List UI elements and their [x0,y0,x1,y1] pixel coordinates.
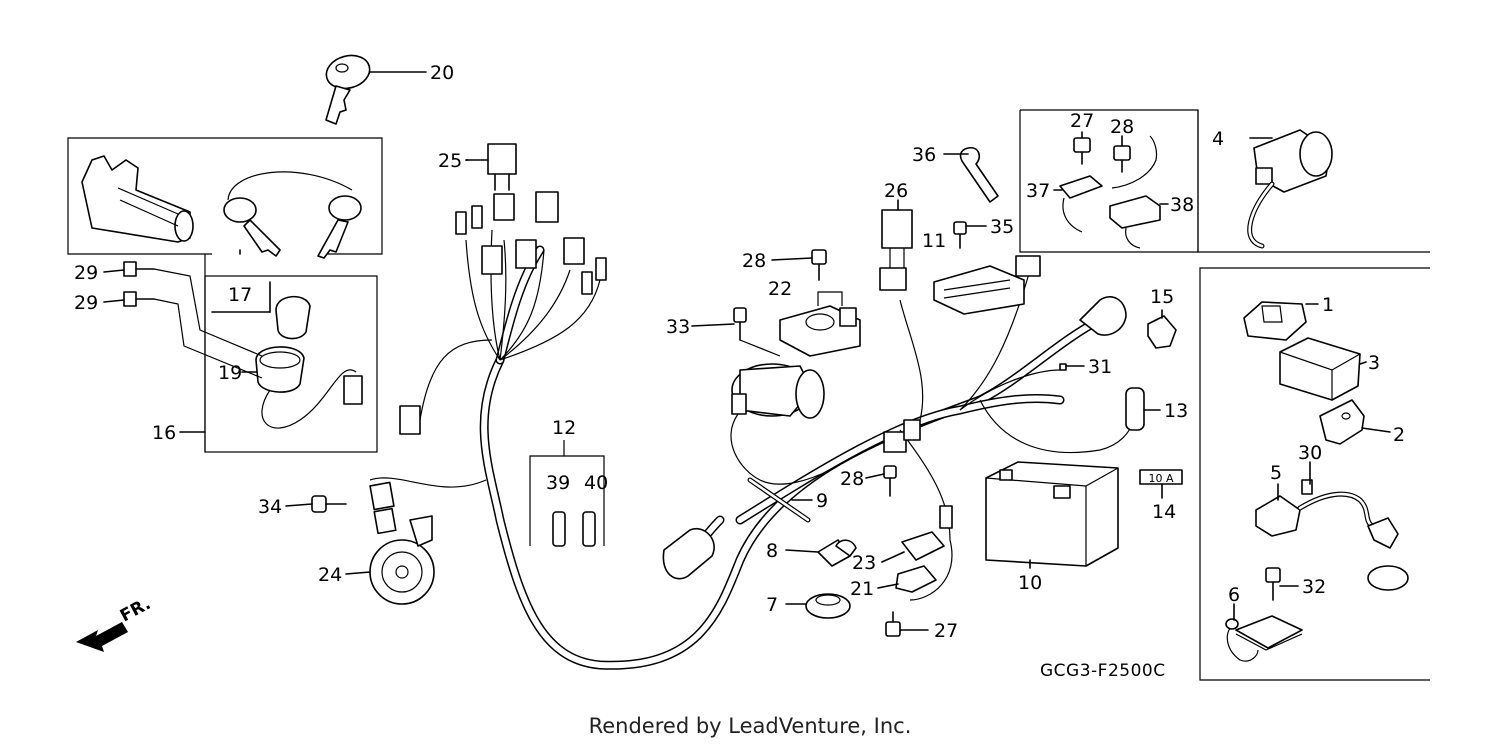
ignition-switch-body-drawing [255,295,363,429]
callout-33: 33 [666,316,690,338]
harness-connectors-drawing [399,191,607,435]
bracket-21-drawing [895,565,937,593]
callout-29-lower: 29 [74,292,98,314]
callout-11: 11 [922,230,946,252]
bolt-28-lower-drawing [883,465,897,497]
bolt-27-lower-drawing [885,611,901,637]
callout-23: 23 [852,552,876,574]
key-20-drawing [325,54,427,125]
callout-30: 30 [1298,442,1322,464]
bolt-35-drawing [953,221,967,249]
callout-4: 4 [1212,128,1224,150]
coil-4-drawing [1247,129,1333,249]
boot-connector-drawing [1079,296,1127,336]
cdi-unit-3-drawing [1279,337,1361,401]
bracket-22-drawing [779,291,861,357]
callout-5: 5 [1270,462,1282,484]
callout-24: 24 [318,564,342,586]
callout-7: 7 [766,594,778,616]
callout-3: 3 [1368,352,1380,374]
clamp-36-drawing [959,147,999,203]
relay-plug-drawing [883,419,921,453]
diagram-code: GCG3-F2500C [1040,661,1166,681]
callout-39: 39 [546,472,570,494]
callout-37: 37 [1026,180,1050,202]
callout-15: 15 [1150,286,1174,308]
callout-8: 8 [766,540,778,562]
callout-28-upper: 28 [742,250,766,272]
callout-20: 20 [430,62,454,84]
high-tension-wire-9-drawing [747,477,811,523]
bracket-2-drawing [1319,399,1365,445]
callout-38: 38 [1170,194,1194,216]
callout-10: 10 [1018,572,1042,594]
callout-36: 36 [912,144,936,166]
callout-1: 1 [1322,294,1334,316]
callout-19: 19 [218,362,242,384]
leader-lines [103,131,1391,631]
front-direction-arrow: FR. [76,594,154,652]
bolt-32-drawing [1265,567,1281,601]
callout-22: 22 [768,278,792,300]
callout-40: 40 [584,472,608,494]
group-box-coil [1197,110,1430,253]
horn-24-drawing [369,481,435,605]
grommet-7-drawing [805,593,851,619]
fuses-drawing [529,440,605,547]
module-11-drawing [933,255,1041,315]
cap-15-drawing [1147,315,1177,349]
bolt-34-drawing [311,495,347,513]
regulator-5-drawing [1255,479,1409,591]
callout-27-lower: 27 [934,620,958,642]
ignition-coil-center-drawing [730,363,831,485]
callout-labels: 1 2 3 4 5 6 7 8 9 10 11 12 13 14 15 16 1… [74,62,1405,642]
callout-31: 31 [1088,356,1112,378]
callout-26: 26 [884,180,908,202]
relay-26-drawing [879,209,913,291]
callout-6: 6 [1228,584,1240,606]
callout-9: 9 [816,490,828,512]
callout-32: 32 [1302,576,1326,598]
callout-13: 13 [1164,400,1188,422]
fuse-label-14-drawing: 10 A [1139,469,1183,485]
bolt-28-upper-drawing [811,249,827,281]
callout-28-box: 28 [1110,116,1134,138]
cover-1-drawing [1243,301,1307,341]
callout-14: 14 [1152,501,1176,523]
callout-28-lower: 28 [840,468,864,490]
direction-label: FR. [117,594,154,626]
group-box-cdi [1199,267,1430,681]
callout-29-upper: 29 [74,262,98,284]
bolt-27-upper-drawing [1073,137,1091,165]
resistor-13-drawing [1125,387,1145,431]
pickup-37-drawing [1059,175,1103,233]
relay-25-drawing [465,143,517,191]
handlebar-grip-drawing [81,155,194,243]
plug-cap-8-drawing [817,539,857,567]
bolt-31-drawing [1059,363,1067,371]
bracket-23-drawing [901,505,953,561]
keys-pair-drawing [223,171,362,259]
front-boot-drawing [662,527,715,580]
battery-10-drawing [985,461,1119,567]
callout-17: 17 [228,284,252,306]
fuse-rating-label: 10 A [1148,472,1173,485]
callout-16: 16 [152,422,176,444]
callout-27-upper: 27 [1070,110,1094,132]
callout-2: 2 [1393,424,1405,446]
callout-35: 35 [990,216,1014,238]
bolts-29-drawing [123,261,263,379]
bolt-33-drawing [733,307,781,357]
callout-12: 12 [552,417,576,439]
pickup-38-drawing [1109,195,1161,249]
plate-6-drawing [1225,615,1303,662]
bolt-28-box-drawing [1111,135,1158,189]
render-credit: Rendered by LeadVenture, Inc. [588,714,912,738]
callout-21: 21 [850,578,874,600]
callout-34: 34 [258,496,282,518]
callout-25: 25 [438,150,462,172]
group-box-ignition-switch [67,137,383,453]
